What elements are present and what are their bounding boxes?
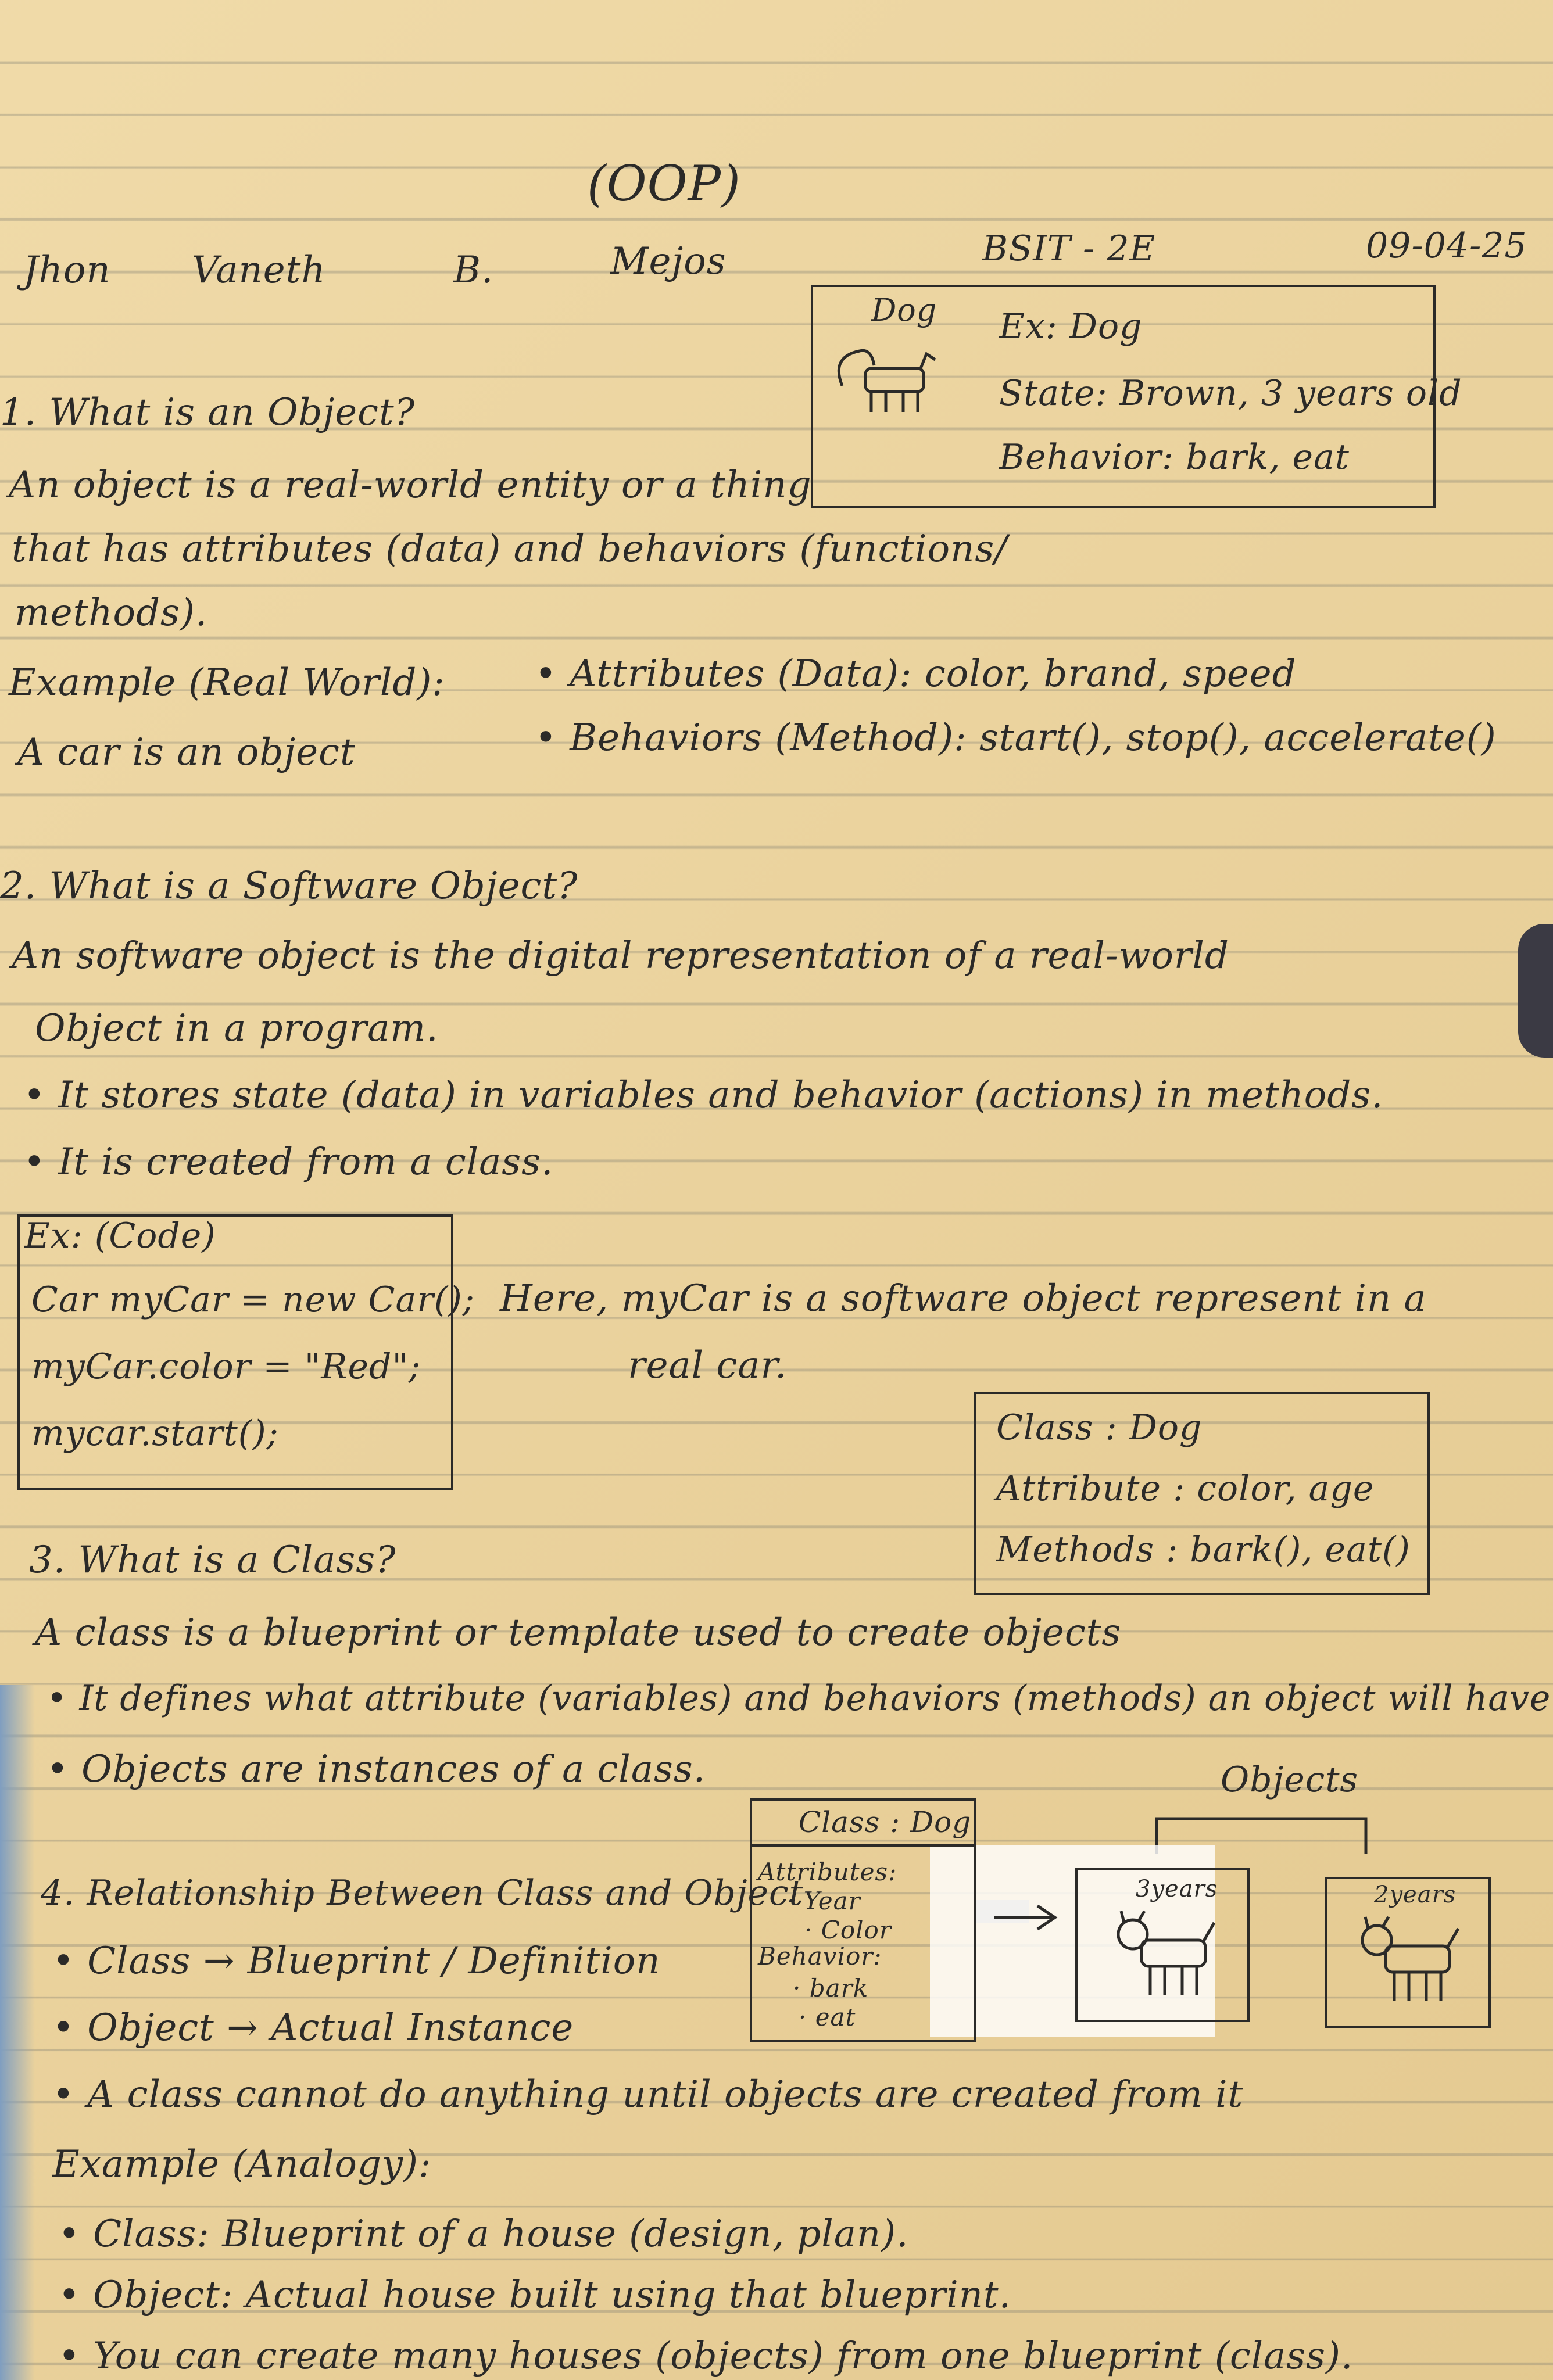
class-dog-diagram-box: Class : Dog Attributes: · Year · Color B… bbox=[750, 1798, 976, 2042]
section1-heading: 1. What is an Object? bbox=[0, 391, 416, 434]
attr-text: Year bbox=[803, 1887, 861, 1915]
section3-line1: A class is a blueprint or template used … bbox=[35, 1611, 1122, 1654]
class-definition-box: Class : Dog Attribute : color, age Metho… bbox=[974, 1392, 1430, 1595]
section2-bullet2: • It is created from a class. bbox=[23, 1141, 554, 1184]
diagram-beh2: · eat bbox=[799, 2003, 856, 2031]
dog-sketch-icon bbox=[837, 349, 936, 412]
bullet-text: Object → Actual Instance bbox=[87, 2006, 574, 2049]
code-line3: mycar.start(); bbox=[31, 1413, 279, 1454]
middle-name: Vaneth bbox=[192, 249, 326, 292]
section1-bullet2: • Behaviors (Method): start(), stop(), a… bbox=[535, 716, 1497, 759]
code-note-line1: Here, myCar is a software object represe… bbox=[500, 1277, 1427, 1320]
diagram-behavior-label: Behavior: bbox=[758, 1942, 882, 1970]
class-box-line1: Class : Dog bbox=[996, 1407, 1203, 1448]
middle-initial: B. bbox=[453, 249, 494, 292]
bullet-text: It is created from a class. bbox=[58, 1141, 554, 1184]
section1-line1: An object is a real-world entity or a th… bbox=[9, 464, 812, 507]
objects-bracket bbox=[1155, 1817, 1368, 1854]
section4-example-label: Example (Analogy): bbox=[52, 2143, 432, 2186]
section3-heading: 3. What is a Class? bbox=[29, 1539, 396, 1582]
section2-bullet1: • It stores state (data) in variables an… bbox=[23, 1074, 1384, 1117]
bullet-text: It defines what attribute (variables) an… bbox=[79, 1678, 1553, 1719]
dog-box-label: Dog bbox=[871, 292, 937, 328]
section1-line2: that has attributes (data) and behaviors… bbox=[12, 528, 1008, 571]
section1-bullet1: • Attributes (Data): color, brand, speed bbox=[535, 653, 1297, 696]
section4-bullet1: • Class → Blueprint / Definition bbox=[52, 1940, 661, 1983]
section1-example-text: A car is an object bbox=[17, 731, 356, 774]
dog-sketch-icon bbox=[1361, 1916, 1460, 2001]
bullet-text: A class cannot do anything until objects… bbox=[87, 2073, 1244, 2116]
section1-example-label: Example (Real World): bbox=[9, 661, 445, 704]
date-label: 09-04-25 bbox=[1366, 225, 1527, 266]
code-example-box: Ex: (Code) Car myCar = new Car(); myCar.… bbox=[17, 1214, 474, 1490]
bullet-text: Objects are instances of a class. bbox=[81, 1748, 706, 1791]
section2-heading: 2. What is a Software Object? bbox=[0, 865, 578, 908]
bullet-text: Class → Blueprint / Definition bbox=[87, 1940, 661, 1983]
bullet-text: Behaviors (Method): start(), stop(), acc… bbox=[570, 716, 1497, 759]
last-name: Mejos bbox=[610, 240, 727, 283]
dog-state: State: Brown, 3 years old bbox=[999, 373, 1462, 414]
topic-title: (OOP) bbox=[587, 155, 741, 212]
attr-text: Color bbox=[821, 1916, 892, 1944]
section3-bullet1: • It defines what attribute (variables) … bbox=[46, 1679, 1553, 1718]
bullet-text: Attributes (Data): color, brand, speed bbox=[570, 653, 1297, 696]
diagram-divider bbox=[752, 1844, 974, 1847]
diagram-attr2: · Color bbox=[804, 1916, 892, 1944]
diagram-beh1: · bark bbox=[793, 1974, 869, 2002]
object1-label: 3years bbox=[1136, 1876, 1218, 1902]
bullet-text: It stores state (data) in variables and … bbox=[58, 1074, 1384, 1117]
class-box-line3: Methods : bark(), eat() bbox=[996, 1529, 1411, 1570]
beh-text: eat bbox=[815, 2003, 856, 2031]
code-line1: Car myCar = new Car(); bbox=[31, 1279, 475, 1320]
section4-bullet3: • A class cannot do anything until objec… bbox=[52, 2073, 1244, 2116]
bullet-text: Object: Actual house built using that bl… bbox=[93, 2274, 1011, 2317]
dog-example-box: Dog Ex: Dog State: Brown, 3 years old Be… bbox=[811, 285, 1462, 508]
section4-heading: 4. Relationship Between Class and Object bbox=[41, 1873, 804, 1913]
sticker-patch bbox=[976, 1900, 1029, 1923]
beh-text: bark bbox=[809, 1974, 869, 2002]
object-box-1: 3years bbox=[1075, 1868, 1250, 2022]
object-box-2: 2years bbox=[1325, 1877, 1491, 2028]
pen-cap bbox=[1518, 924, 1553, 1058]
section4-ex-bullet2: • Object: Actual house built using that … bbox=[58, 2274, 1011, 2317]
background-edge bbox=[0, 1685, 35, 2380]
first-name: Jhon bbox=[23, 249, 111, 292]
section4-bullet2: • Object → Actual Instance bbox=[52, 2006, 574, 2049]
dog-sketch-icon bbox=[1117, 1910, 1216, 1995]
bullet-text: Class: Blueprint of a house (design, pla… bbox=[93, 2213, 909, 2256]
code-line2: myCar.color = "Red"; bbox=[31, 1346, 421, 1387]
diagram-class-title: Class : Dog bbox=[799, 1805, 972, 1839]
code-note-line2: real car. bbox=[628, 1344, 788, 1387]
class-box-line2: Attribute : color, age bbox=[996, 1468, 1375, 1509]
diagram-attributes-label: Attributes: bbox=[758, 1858, 897, 1886]
bullet-text: You can create many houses (objects) fro… bbox=[93, 2335, 1354, 2378]
dog-behavior: Behavior: bark, eat bbox=[999, 437, 1350, 478]
objects-label: Objects bbox=[1221, 1759, 1359, 1800]
section2-line1: An software object is the digital repres… bbox=[12, 934, 1229, 977]
section2-line2: Object in a program. bbox=[35, 1007, 439, 1050]
dog-ex: Ex: Dog bbox=[999, 306, 1143, 347]
object2-label: 2years bbox=[1374, 1881, 1457, 1908]
code-box-title: Ex: (Code) bbox=[24, 1216, 216, 1256]
section4-ex-bullet3: • You can create many houses (objects) f… bbox=[58, 2335, 1354, 2378]
section3-bullet2: • Objects are instances of a class. bbox=[46, 1748, 706, 1791]
arrow-right-icon bbox=[994, 1904, 1058, 1931]
section1-line3: methods). bbox=[15, 592, 208, 635]
diagram-attr1: · Year bbox=[787, 1887, 861, 1915]
section4-ex-bullet1: • Class: Blueprint of a house (design, p… bbox=[58, 2213, 909, 2256]
section-label: BSIT - 2E bbox=[982, 228, 1156, 269]
